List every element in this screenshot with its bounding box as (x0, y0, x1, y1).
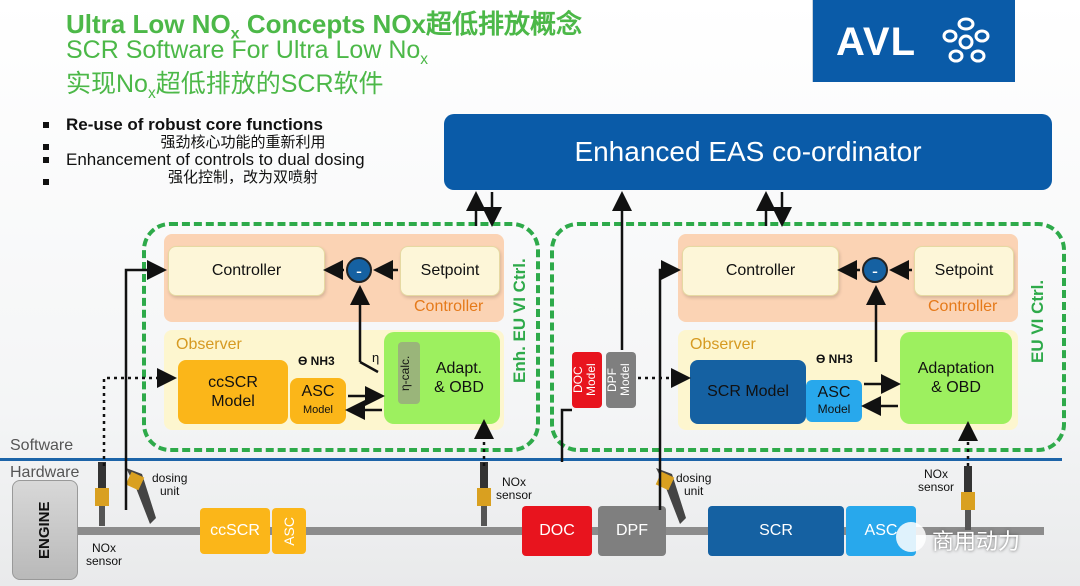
dpf-model-box: DPF Model (605, 352, 636, 408)
right-adapt-box: Adaptation & OBD (900, 332, 1012, 424)
hw-dpf-box: DPF (598, 506, 666, 556)
dosing-unit-icon (125, 468, 156, 524)
nox-sensor-icon (477, 462, 491, 526)
left-minus-junction: - (346, 257, 372, 283)
nox-sensor-right-label: NOx sensor (918, 467, 955, 494)
bullet-item: 强劲核心功能的重新利用 (40, 135, 420, 150)
left-ccscr-model-box: ccSCR Model (178, 360, 288, 424)
left-asc-model-box: ASC Model (290, 378, 346, 424)
left-setpoint-box: Setpoint (400, 246, 500, 296)
right-setpoint-box: Setpoint (914, 246, 1014, 296)
hw-doc-box: DOC (522, 506, 592, 556)
left-observer-label: Observer (176, 336, 242, 353)
hardware-label: Hardware (10, 464, 80, 481)
left-eta-label: η (372, 350, 380, 365)
right-asc-model-box: ASC Model (806, 380, 862, 422)
wechat-icon (896, 522, 926, 552)
left-controller-label: Controller (414, 298, 484, 315)
watermark-text: 商用动力 (932, 529, 1021, 554)
hw-asc-small-box: ASC (272, 508, 306, 554)
right-scr-model-box: SCR Model (690, 360, 806, 424)
avl-logo-text: AVL (836, 20, 917, 64)
avl-emblem-icon (942, 17, 990, 63)
right-minus-junction: - (862, 257, 888, 283)
bullet-item: Enhancement of controls to dual dosing (40, 149, 366, 171)
right-observer-label: Observer (690, 336, 756, 353)
software-label: Software (10, 437, 74, 454)
title-subtitle: SCR Software For Ultra Low Nox (66, 36, 429, 69)
left-theta-label: ϴ NH3 (298, 354, 335, 368)
right-controller-label: Controller (928, 298, 998, 315)
nox-sensor-mid-label: NOx sensor (496, 475, 533, 502)
hw-ccscr-box: ccSCR (200, 508, 270, 554)
right-controller-box: Controller (682, 246, 839, 296)
engine-block: ENGINE (12, 480, 78, 580)
eas-coordinator-box: Enhanced EAS co-ordinator (444, 114, 1052, 190)
left-controller-box: Controller (168, 246, 325, 296)
right-control-block (550, 222, 1066, 452)
nox-sensor-bottom-label: NOx sensor (86, 541, 123, 568)
bullet-item: Re-use of robust core functions (40, 114, 420, 136)
dosing-unit-1-label: dosing unit (152, 471, 188, 498)
left-asc-label: ASC (301, 383, 335, 400)
left-adapt-label: Adapt. & OBD (434, 360, 484, 396)
title-main: Ultra Low NOx Concepts NOx超低排放概念 (66, 9, 583, 43)
hw-scr-box: SCR (708, 506, 844, 556)
dosing-unit-2-label: dosing unit (676, 471, 712, 498)
nox-sensor-icon (95, 462, 109, 526)
bullet-list: Re-use of robust core functions 强劲核心功能的重… (40, 114, 420, 185)
right-theta-label: ϴ NH3 (816, 352, 853, 366)
left-control-block (142, 222, 540, 452)
doc-model-box: DOC Model (571, 352, 602, 408)
left-asc-small: Model (303, 404, 333, 416)
title-chinese: 实现Nox超低排放的SCR软件 (66, 70, 384, 103)
left-eta-calc-box: η-calc. (398, 342, 420, 404)
nox-sensor-icon (961, 466, 975, 530)
software-hardware-divider (0, 458, 1062, 461)
right-asc-small: Model (817, 402, 851, 416)
right-asc-label: ASC (817, 384, 851, 401)
bullet-item: 强化控制，改为双喷射 (40, 170, 420, 185)
